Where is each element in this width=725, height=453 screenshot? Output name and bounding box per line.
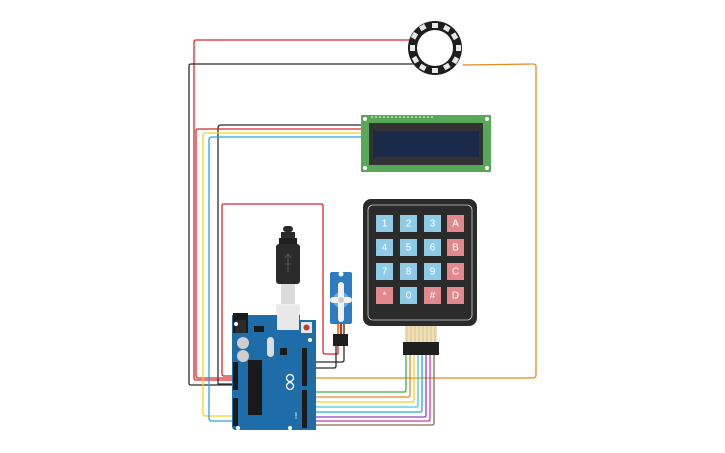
keypad[interactable]: 1 2 3 A 4 5 6 B 7 8 9 C * 0 # D	[363, 199, 477, 355]
svg-text:C: C	[452, 267, 459, 278]
atmega-chip	[248, 360, 262, 415]
key-a[interactable]	[447, 215, 464, 232]
key-7[interactable]	[376, 263, 393, 280]
wire-servo-signal[interactable]	[305, 345, 337, 369]
wire-keypad-6[interactable]	[305, 354, 427, 418]
key-0[interactable]	[400, 287, 417, 304]
wire-lcd-ground[interactable]	[217, 124, 363, 385]
svg-text:D: D	[452, 291, 459, 302]
key-b[interactable]	[447, 239, 464, 256]
wire-keypad-7[interactable]	[305, 354, 431, 422]
wire-keypad-8[interactable]	[305, 354, 435, 426]
lcd-header-pins	[371, 116, 433, 118]
key-d[interactable]	[447, 287, 464, 304]
svg-text:8: 8	[406, 267, 412, 278]
svg-text:7: 7	[382, 267, 388, 278]
svg-text:A: A	[452, 219, 459, 230]
board-label: UNO	[294, 412, 298, 419]
wire-neopixel-data[interactable]	[305, 63, 537, 379]
power-header	[233, 362, 238, 390]
svg-text:*: *	[383, 291, 387, 302]
neopixel-leds	[410, 23, 461, 73]
wire-servo-ground[interactable]	[305, 345, 345, 363]
key-hash[interactable]	[424, 287, 441, 304]
wire-keypad-2[interactable]	[305, 354, 411, 398]
key-6[interactable]	[424, 239, 441, 256]
svg-text:#: #	[430, 291, 436, 302]
keypad-connector	[403, 342, 439, 355]
wire-keypad-4[interactable]	[305, 354, 419, 408]
svg-text:2: 2	[406, 219, 412, 230]
key-3[interactable]	[424, 215, 441, 232]
servo-connector	[333, 334, 348, 346]
key-5[interactable]	[400, 239, 417, 256]
svg-text:4: 4	[382, 243, 388, 254]
servo-motor[interactable]	[330, 271, 352, 347]
wire-keypad-5[interactable]	[305, 354, 423, 413]
wire-neopixel-power[interactable]	[193, 39, 414, 381]
arduino-logo	[285, 373, 295, 391]
digital-header-high	[302, 348, 307, 386]
usb-port	[277, 306, 299, 330]
wires	[188, 39, 537, 426]
svg-text:B: B	[452, 243, 459, 254]
keypad-ribbon	[403, 326, 439, 355]
svg-text:0: 0	[406, 291, 412, 302]
wire-keypad-1[interactable]	[305, 354, 407, 393]
wire-lcd-vcc[interactable]	[195, 128, 363, 379]
key-1[interactable]	[376, 215, 393, 232]
usb-icon	[284, 253, 292, 272]
wire-lcd-scl[interactable]	[208, 136, 363, 422]
svg-text:3: 3	[430, 219, 436, 230]
key-9[interactable]	[424, 263, 441, 280]
svg-text:9: 9	[430, 267, 436, 278]
wire-lcd-sda[interactable]	[202, 132, 363, 417]
svg-text:1: 1	[382, 219, 388, 230]
wire-servo-power[interactable]	[221, 203, 339, 377]
wire-neopixel-ground[interactable]	[188, 63, 414, 386]
arduino-uno[interactable]: UNO	[232, 306, 316, 430]
digital-header-low	[302, 390, 307, 428]
key-star[interactable]	[376, 287, 393, 304]
neopixel-ring[interactable]	[408, 21, 462, 75]
key-2[interactable]	[400, 215, 417, 232]
svg-text:5: 5	[406, 243, 412, 254]
key-4[interactable]	[376, 239, 393, 256]
analog-header	[233, 398, 238, 426]
svg-text:6: 6	[430, 243, 436, 254]
key-8[interactable]	[400, 263, 417, 280]
lcd-display[interactable]	[361, 115, 491, 172]
key-c[interactable]	[447, 263, 464, 280]
wire-keypad-3[interactable]	[305, 354, 415, 403]
lcd-screen	[373, 131, 479, 157]
